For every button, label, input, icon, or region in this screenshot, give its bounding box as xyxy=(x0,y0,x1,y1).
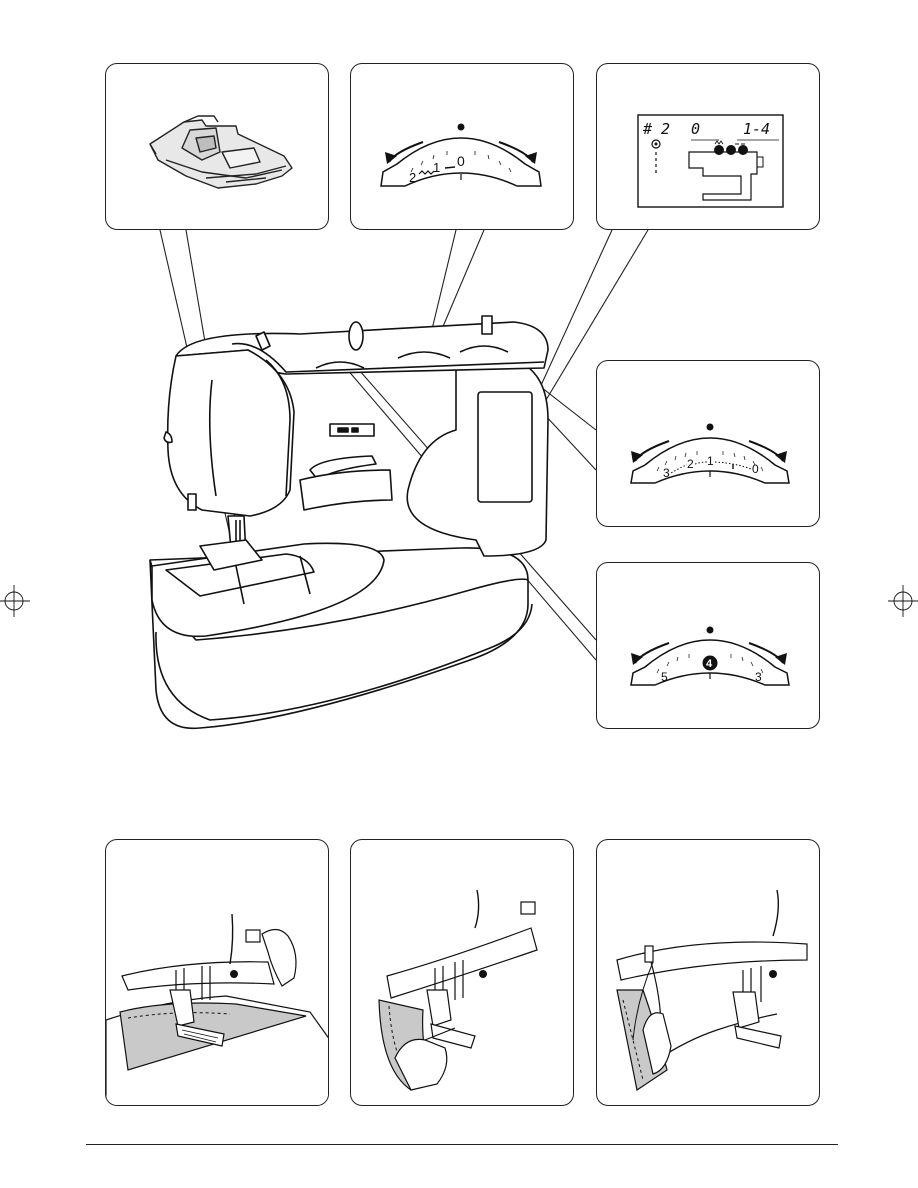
presser-foot xyxy=(735,1026,781,1048)
machine-lcd xyxy=(478,392,532,502)
panel-guide-fabric xyxy=(105,839,329,1106)
panel-cut-thread xyxy=(596,839,820,1106)
thread-cutter xyxy=(645,946,653,962)
machine-head xyxy=(168,350,294,516)
cut-thread-illustration xyxy=(597,840,820,1106)
guide-fabric-illustration xyxy=(106,840,329,1106)
panel-pull-fabric xyxy=(350,839,574,1106)
footer-rule xyxy=(86,1144,838,1145)
pull-fabric-illustration xyxy=(351,840,574,1106)
